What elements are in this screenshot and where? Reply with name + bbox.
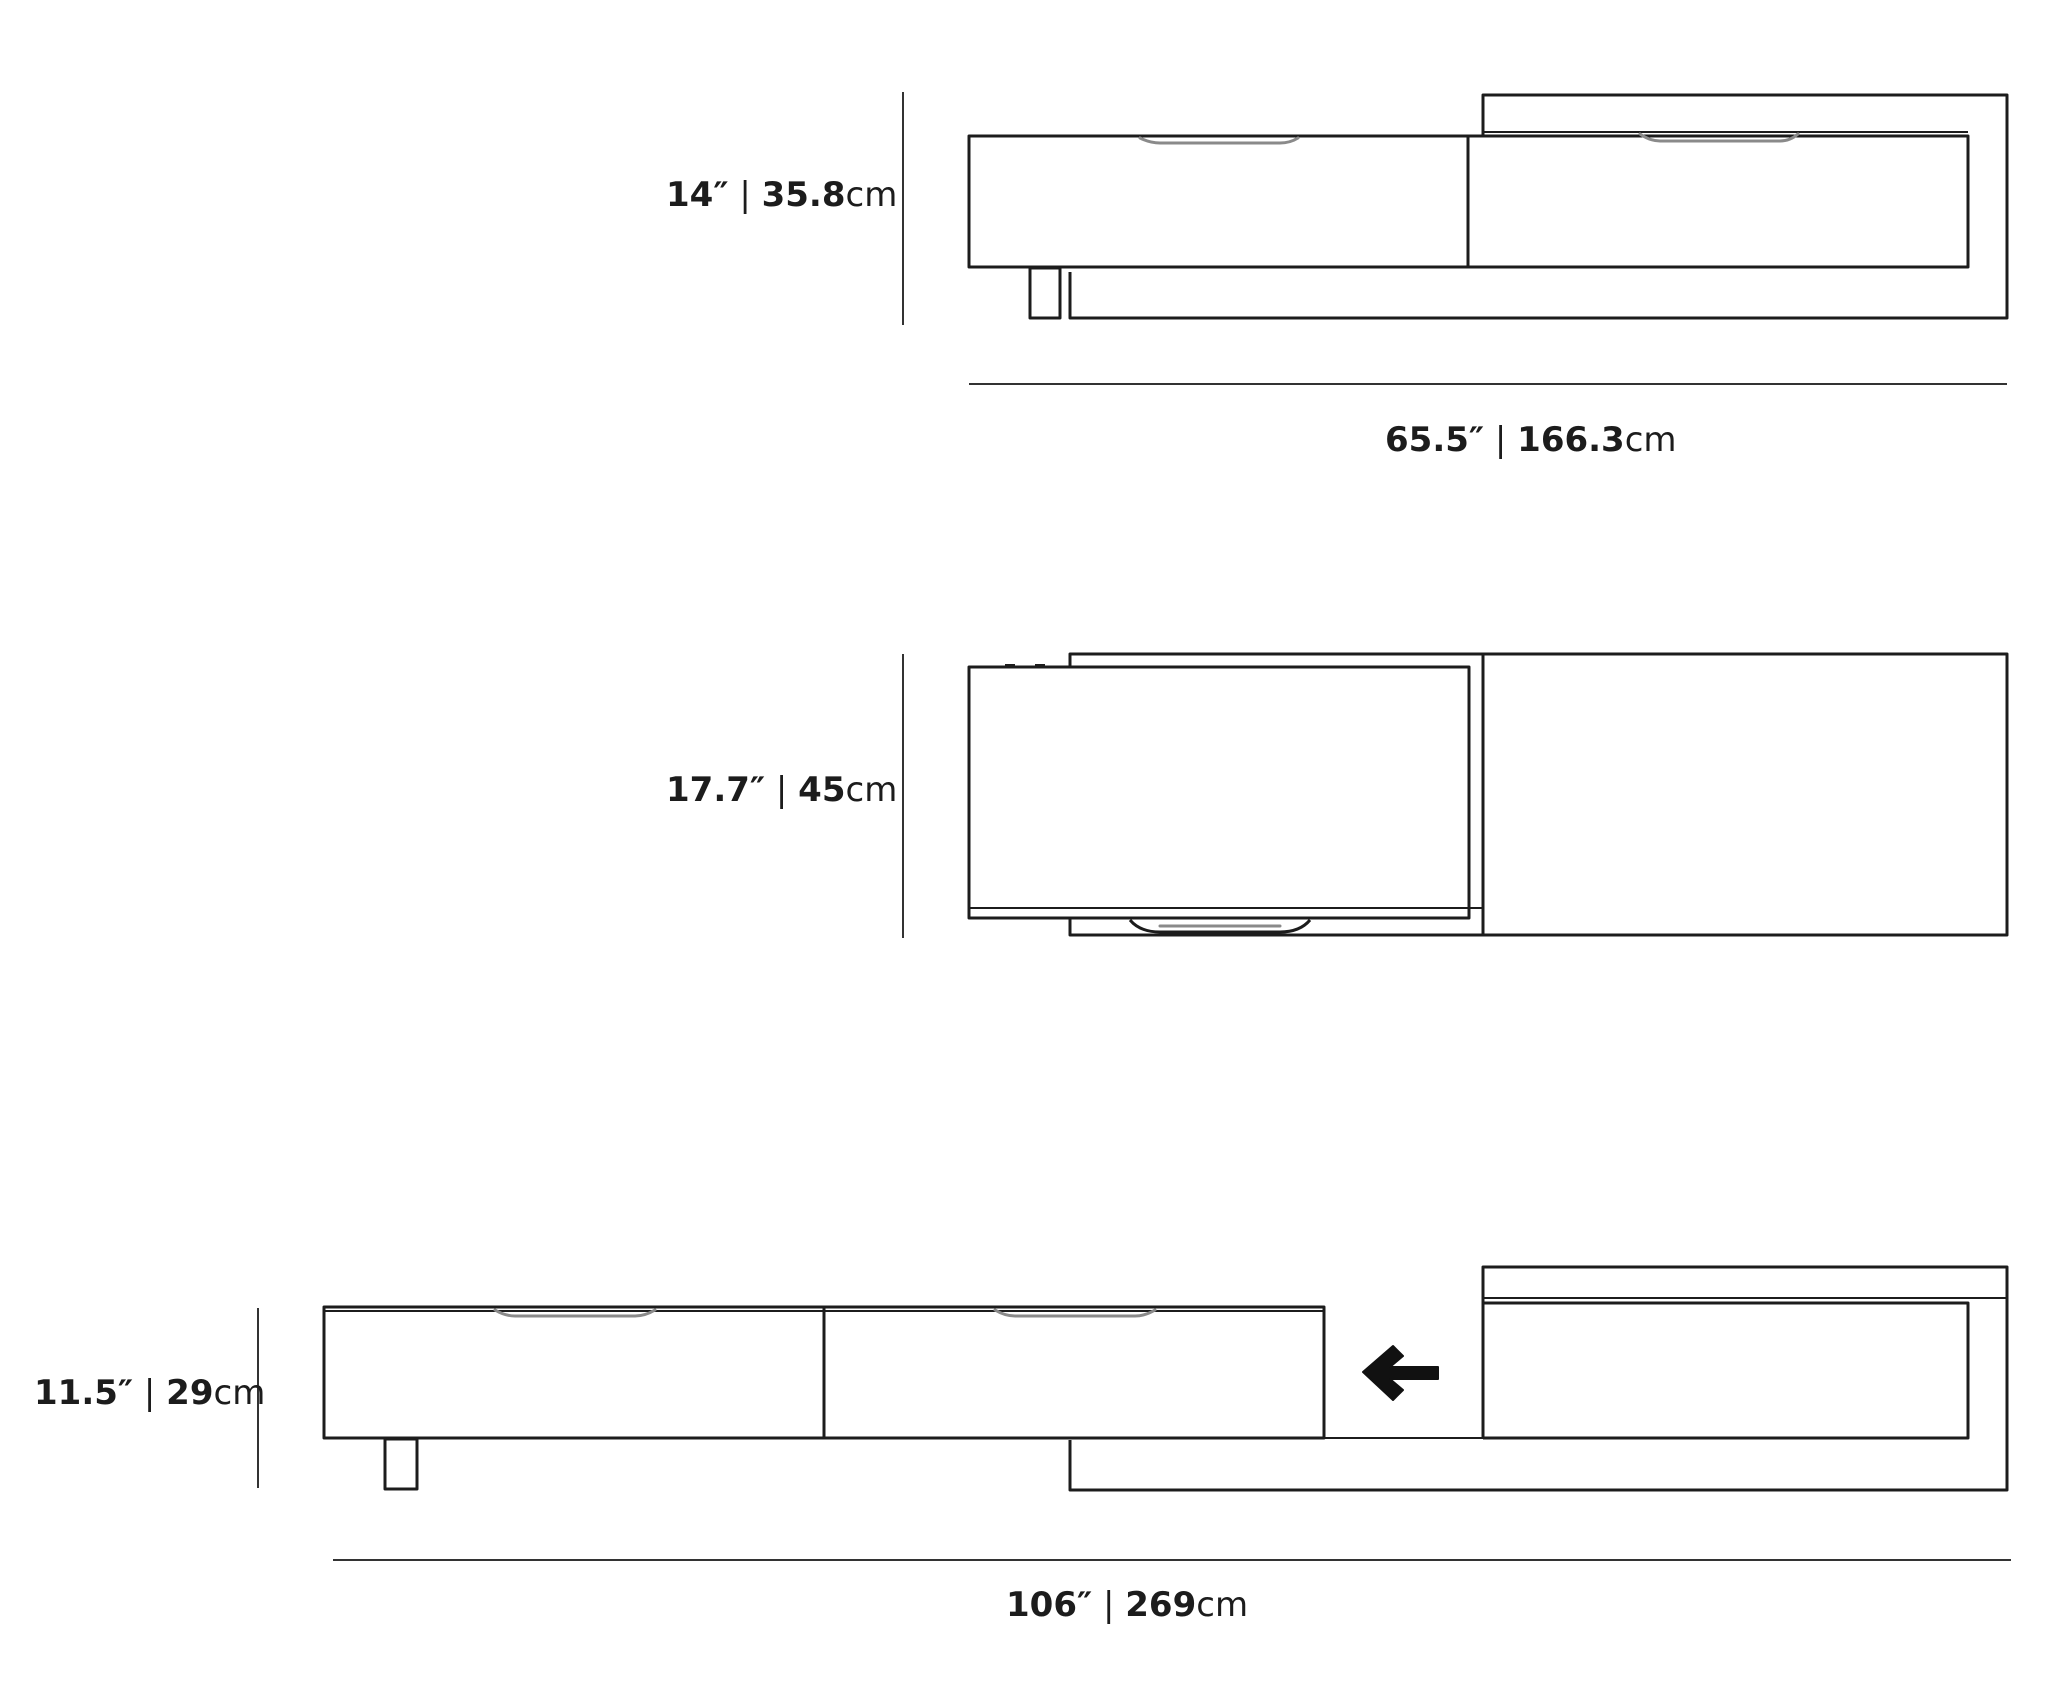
- drawer-handle: [1138, 136, 1300, 145]
- drawer-handle: [1638, 132, 1800, 143]
- back-frame: [1068, 93, 2009, 320]
- height-label-extended: 11.5″ | 29cm: [34, 1373, 266, 1413]
- rear-drawer: [822, 1305, 1326, 1440]
- front-drawer: [322, 1305, 826, 1440]
- height-label-top: 17.7″ | 45cm: [666, 770, 898, 810]
- rear-drawer: [1466, 134, 1970, 269]
- table-leg: [1028, 266, 1062, 320]
- drawer-handle: [993, 1308, 1157, 1318]
- top-view: [902, 652, 2009, 938]
- drawer-handle: [493, 1308, 657, 1318]
- extended-side-view: [257, 1265, 2011, 1561]
- height-label-closed: 14″ | 35.8cm: [666, 175, 898, 215]
- base-frame: [1068, 652, 1483, 667]
- closed-side-view: [902, 92, 2009, 385]
- base-frame: [1068, 918, 1483, 937]
- width-label-extended: 106″ | 269cm: [1006, 1585, 1249, 1625]
- handle-recess: [1128, 918, 1312, 934]
- inner-box: [1483, 1301, 1970, 1440]
- sliding-top-panel: [967, 665, 1471, 920]
- table-leg: [383, 1437, 419, 1491]
- front-drawer: [967, 134, 1470, 269]
- width-label-closed: 65.5″ | 166.3cm: [1385, 420, 1677, 460]
- fixed-top-panel: [1481, 652, 2009, 937]
- back-frame: [1068, 1265, 2009, 1492]
- arrow-left-icon: [1362, 1345, 1439, 1401]
